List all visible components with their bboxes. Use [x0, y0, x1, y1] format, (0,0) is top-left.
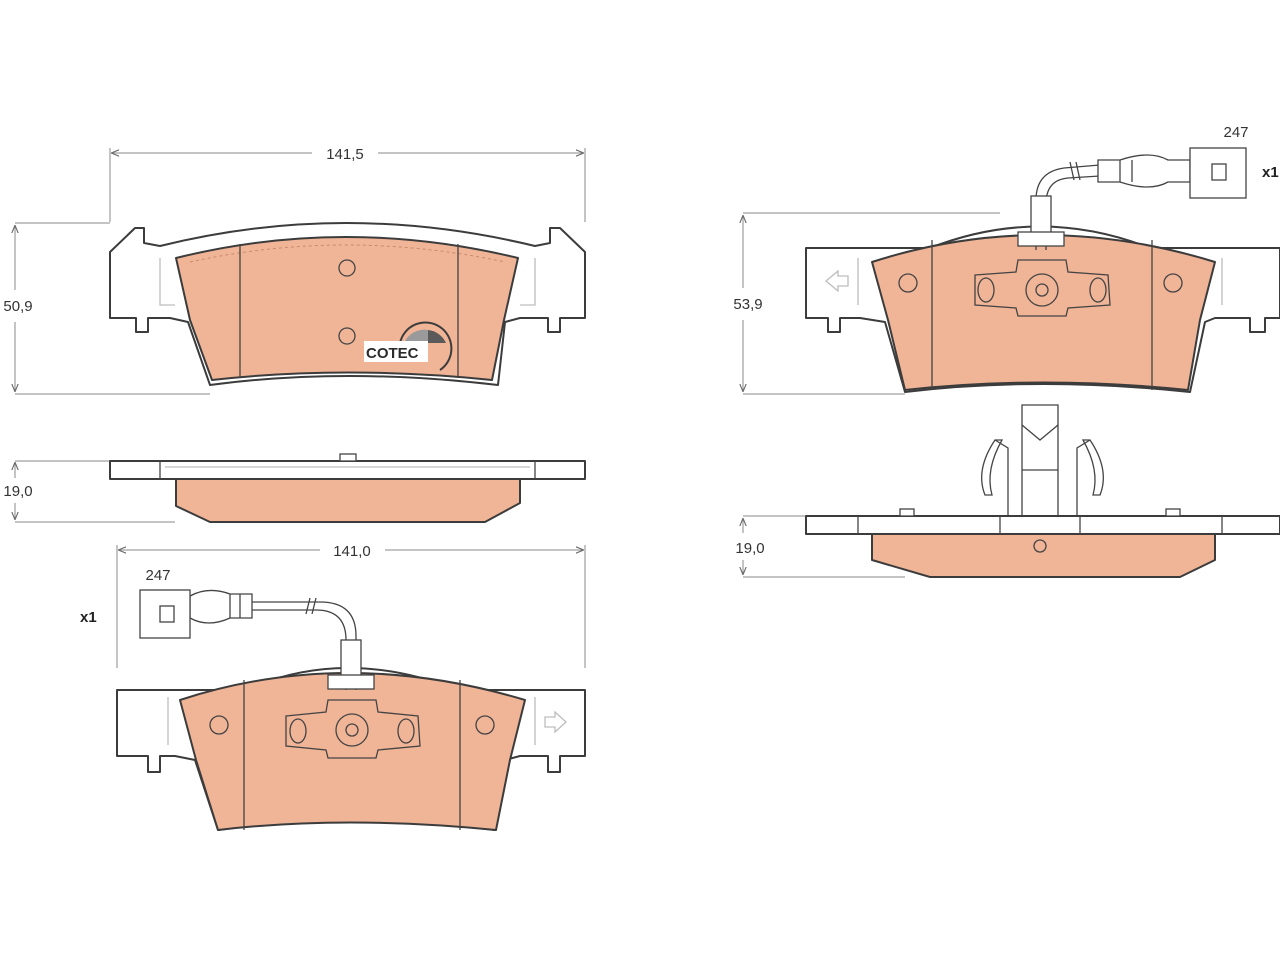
quantity-label: x1 [80, 609, 97, 626]
sensor-length-label: 247 [145, 567, 170, 584]
cotec-logo-icon: COTEC [364, 321, 453, 371]
dimension-thickness-label: 19,0 [3, 483, 32, 500]
arrow-left-icon [824, 269, 849, 293]
right-pad-side-view: 19,0 [735, 404, 1280, 578]
dimension-height-label: 53,9 [733, 296, 762, 313]
bottom-left-pad-with-sensor: 141,0 247 x1 [80, 543, 586, 831]
top-right-pad-with-sensor: 53,9 247 x1 [733, 124, 1280, 395]
dimension-width-label: 141,0 [333, 543, 371, 560]
sensor-length-label: 247 [1223, 124, 1248, 141]
top-left-pad-front-view: 141,5 50,9 [3, 146, 586, 395]
dimension-height-label: 50,9 [3, 298, 32, 315]
dimension-width-label: 141,5 [326, 146, 364, 163]
arrow-right-icon [544, 710, 567, 734]
cotec-logo-text: COTEC [366, 345, 419, 362]
quantity-label: x1 [1262, 164, 1279, 181]
dimension-thickness-label: 19,0 [735, 540, 764, 557]
top-left-pad-side-view: 19,0 [3, 453, 586, 523]
